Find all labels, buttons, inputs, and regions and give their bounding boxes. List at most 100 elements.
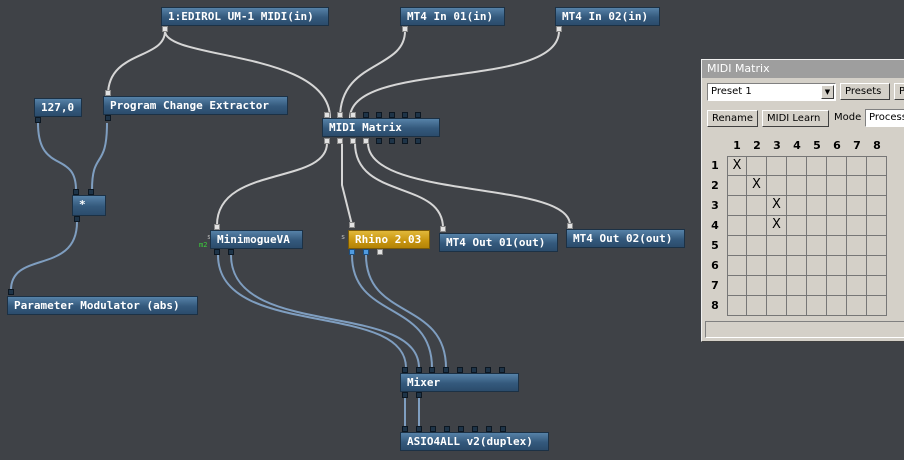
matrix-cell[interactable] — [827, 156, 847, 176]
pin-matrix-in-6[interactable] — [389, 112, 395, 118]
matrix-cell[interactable] — [767, 276, 787, 296]
pin-matrix-out-6[interactable] — [389, 138, 395, 144]
matrix-cell[interactable] — [827, 296, 847, 316]
matrix-cell[interactable] — [787, 176, 807, 196]
matrix-cell[interactable] — [827, 236, 847, 256]
pin-mixer-out-1[interactable] — [402, 392, 408, 398]
pin-mixer-in-8[interactable] — [499, 367, 505, 373]
node-midi-matrix[interactable]: MIDI Matrix — [322, 118, 440, 137]
matrix-cell[interactable] — [767, 296, 787, 316]
midi-learn-button[interactable]: MIDI Learn — [762, 110, 829, 127]
pin-mt4-out-01-in[interactable] — [440, 226, 446, 232]
matrix-cell[interactable] — [827, 256, 847, 276]
chevron-down-icon[interactable]: ▼ — [821, 85, 834, 99]
matrix-cell[interactable] — [867, 216, 887, 236]
matrix-cell[interactable] — [847, 296, 867, 316]
node-value-127[interactable]: 127,0 — [34, 98, 82, 117]
matrix-cell[interactable] — [767, 236, 787, 256]
matrix-cell[interactable] — [807, 256, 827, 276]
matrix-cell[interactable] — [827, 196, 847, 216]
matrix-cell[interactable] — [727, 176, 747, 196]
node-minimogue-va[interactable]: MinimogueVA — [210, 230, 303, 249]
matrix-cell[interactable] — [747, 196, 767, 216]
preset-dropdown[interactable]: Preset 1 ▼ — [707, 83, 836, 101]
matrix-cell[interactable]: X — [767, 216, 787, 236]
node-edirol-midi-in[interactable]: 1:EDIROL UM-1 MIDI(in) — [161, 7, 329, 26]
matrix-cell[interactable]: X — [727, 156, 747, 176]
pin-mixer-in-4[interactable] — [443, 367, 449, 373]
pin-mt4-in-01-out[interactable] — [402, 26, 408, 32]
pin-matrix-in-3[interactable] — [350, 112, 356, 118]
matrix-cell[interactable] — [787, 196, 807, 216]
extra-button[interactable]: P — [894, 83, 904, 100]
presets-button[interactable]: Presets — [840, 83, 890, 100]
matrix-cell[interactable] — [807, 196, 827, 216]
pin-matrix-out-4[interactable] — [363, 138, 369, 144]
pin-asio-in-3[interactable] — [430, 426, 436, 432]
matrix-cell[interactable] — [787, 236, 807, 256]
pin-rhino-out-2[interactable] — [363, 249, 369, 255]
node-program-change-extractor[interactable]: Program Change Extractor — [103, 96, 288, 115]
pin-mt4-in-02-out[interactable] — [556, 26, 562, 32]
matrix-cell[interactable] — [787, 156, 807, 176]
matrix-cell[interactable] — [787, 276, 807, 296]
matrix-cell[interactable] — [747, 276, 767, 296]
matrix-cell[interactable] — [847, 216, 867, 236]
matrix-cell[interactable] — [747, 216, 767, 236]
pin-matrix-out-3[interactable] — [350, 138, 356, 144]
node-mt4-out-01[interactable]: MT4 Out 01(out) — [439, 233, 558, 252]
matrix-cell[interactable] — [807, 236, 827, 256]
matrix-cell[interactable] — [787, 216, 807, 236]
node-mt4-in-02[interactable]: MT4 In 02(in) — [555, 7, 660, 26]
pin-asio-in-2[interactable] — [416, 426, 422, 432]
pin-mixer-in-5[interactable] — [457, 367, 463, 373]
matrix-cell[interactable] — [807, 156, 827, 176]
pin-matrix-in-5[interactable] — [376, 112, 382, 118]
node-mixer[interactable]: Mixer — [400, 373, 519, 392]
matrix-cell[interactable] — [787, 256, 807, 276]
pin-matrix-in-8[interactable] — [415, 112, 421, 118]
matrix-cell[interactable] — [807, 216, 827, 236]
node-rhino[interactable]: Rhino 2.03 — [348, 230, 430, 249]
matrix-cell[interactable]: X — [747, 176, 767, 196]
matrix-cell[interactable] — [747, 236, 767, 256]
node-asio4all[interactable]: ASIO4ALL v2(duplex) — [400, 432, 549, 451]
matrix-cell[interactable] — [867, 296, 887, 316]
matrix-cell[interactable] — [747, 296, 767, 316]
pin-rhino-out-1[interactable] — [349, 249, 355, 255]
pin-matrix-out-5[interactable] — [376, 138, 382, 144]
pin-mixer-out-2[interactable] — [416, 392, 422, 398]
pin-asio-in-7[interactable] — [486, 426, 492, 432]
pin-matrix-out-8[interactable] — [415, 138, 421, 144]
pin-mixer-in-1[interactable] — [402, 367, 408, 373]
matrix-cell[interactable] — [867, 236, 887, 256]
node-multiply[interactable]: * — [72, 195, 106, 216]
matrix-cell[interactable] — [727, 196, 747, 216]
matrix-cell[interactable] — [767, 176, 787, 196]
pin-matrix-out-2[interactable] — [337, 138, 343, 144]
matrix-cell[interactable] — [827, 176, 847, 196]
pin-progchange-in[interactable] — [105, 90, 111, 96]
matrix-cell[interactable] — [867, 176, 887, 196]
matrix-cell[interactable] — [867, 256, 887, 276]
matrix-cell[interactable] — [847, 176, 867, 196]
matrix-cell[interactable] — [847, 236, 867, 256]
matrix-cell[interactable] — [727, 256, 747, 276]
matrix-cell[interactable] — [827, 216, 847, 236]
pin-mixer-in-2[interactable] — [416, 367, 422, 373]
pin-edirol-out[interactable] — [162, 26, 168, 32]
matrix-cell[interactable] — [787, 296, 807, 316]
window-title[interactable]: MIDI Matrix — [702, 60, 904, 78]
pin-multiply-out[interactable] — [74, 216, 80, 222]
matrix-cell[interactable] — [807, 276, 827, 296]
pin-minimogue-out-1[interactable] — [214, 249, 220, 255]
pin-multiply-in-1[interactable] — [73, 189, 79, 195]
pin-asio-in-6[interactable] — [472, 426, 478, 432]
pin-mixer-in-6[interactable] — [471, 367, 477, 373]
matrix-cell[interactable] — [727, 236, 747, 256]
pin-minimogue-out-2[interactable] — [228, 249, 234, 255]
pin-value-127-out[interactable] — [35, 117, 41, 123]
matrix-cell[interactable]: X — [767, 196, 787, 216]
pin-matrix-out-1[interactable] — [324, 138, 330, 144]
node-parameter-modulator[interactable]: Parameter Modulator (abs) — [7, 296, 198, 315]
